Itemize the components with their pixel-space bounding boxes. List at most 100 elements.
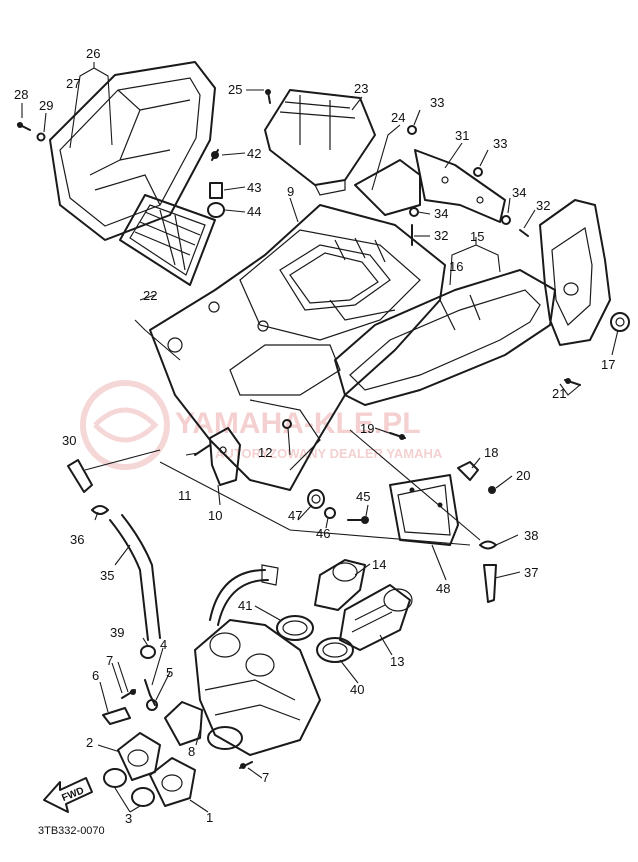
label-45: 45 (356, 489, 370, 504)
label-37: 37 (524, 565, 538, 580)
label-9: 9 (287, 184, 294, 199)
label-38: 38 (524, 528, 538, 543)
label-4: 4 (160, 637, 167, 652)
breather-hose-35 (109, 514, 161, 641)
label-2: 2 (86, 735, 93, 750)
air-filter-element (119, 194, 216, 286)
fwd-arrow-icon: FWD (43, 777, 93, 813)
label-48: 48 (436, 581, 450, 596)
label-47: 47 (288, 508, 302, 523)
bracket-6 (102, 707, 131, 725)
joint-14 (314, 559, 366, 611)
label-43: 43 (247, 180, 261, 195)
label-14: 14 (372, 557, 386, 572)
watermark-brand: YAMAHA-KLE.PL (175, 407, 421, 440)
grommet-17 (610, 312, 630, 332)
nuts-33 (407, 125, 483, 177)
label-16: 16 (449, 259, 463, 274)
label-6: 6 (92, 668, 99, 683)
clip-36 (91, 505, 109, 515)
label-7a: 7 (106, 653, 113, 668)
label-30: 30 (62, 433, 76, 448)
label-35: 35 (100, 568, 114, 583)
screw-25 (265, 89, 271, 104)
air-filter-cover (49, 61, 216, 241)
label-46: 46 (316, 526, 330, 541)
joint-2 (117, 732, 161, 781)
label-19: 19 (360, 421, 374, 436)
joint-1 (149, 757, 196, 807)
label-3: 3 (125, 811, 132, 826)
cap-39 (140, 645, 156, 659)
side-plate (414, 149, 506, 223)
label-23: 23 (354, 81, 368, 96)
joint-13 (339, 584, 413, 651)
label-7b: 7 (262, 770, 269, 785)
bracket (354, 159, 421, 216)
o-rings-3 (103, 768, 155, 807)
label-41: 41 (238, 598, 252, 613)
label-25: 25 (228, 82, 242, 97)
clip-18 (457, 461, 479, 481)
collar-43 (209, 182, 223, 199)
label-27: 27 (66, 76, 80, 91)
screw-28 (17, 122, 31, 131)
screw-7a (121, 689, 136, 699)
clamp-8b (207, 726, 243, 750)
label-20: 20 (516, 468, 530, 483)
right-side-cover (539, 199, 611, 346)
label-44: 44 (247, 204, 261, 219)
carburetor-assembly (194, 564, 321, 756)
label-33a: 33 (430, 95, 444, 110)
label-8: 8 (188, 744, 195, 759)
label-28: 28 (14, 87, 28, 102)
label-42: 42 (247, 146, 261, 161)
cover-plate-48 (389, 474, 459, 546)
grommet-44 (207, 202, 225, 218)
label-32a: 32 (434, 228, 448, 243)
intake-duct (264, 89, 376, 196)
label-26: 26 (86, 46, 100, 61)
screw-19 (389, 432, 406, 440)
screw-21 (564, 378, 581, 386)
grommet-47 (307, 489, 325, 509)
clamp-5 (146, 699, 158, 711)
drain-plug-37 (483, 564, 497, 603)
bolt-42 (211, 149, 219, 161)
screw-20 (488, 486, 496, 494)
watermark-tagline: AUTORYZOWANY DEALER YAMAHA (215, 446, 443, 461)
joint-8 (164, 701, 203, 746)
collar-46 (324, 507, 336, 519)
screws-32 (411, 224, 529, 246)
label-11: 11 (178, 488, 192, 503)
label-18: 18 (484, 445, 498, 460)
label-10: 10 (208, 508, 222, 523)
clamp-38 (479, 540, 497, 550)
bracket-10 (209, 427, 241, 486)
diagram-code: 3TB332-0070 (38, 825, 105, 837)
label-21: 21 (552, 386, 566, 401)
label-36: 36 (70, 532, 84, 547)
label-32b: 32 (536, 198, 550, 213)
bolt-45 (347, 516, 369, 524)
label-40: 40 (350, 682, 364, 697)
clamp-40 (316, 637, 354, 663)
breather-union-30 (67, 459, 93, 493)
label-12: 12 (258, 445, 272, 460)
label-39: 39 (110, 625, 124, 640)
label-24: 24 (391, 110, 405, 125)
label-15: 15 (470, 229, 484, 244)
label-17: 17 (601, 357, 615, 372)
label-1: 1 (206, 810, 213, 825)
label-13: 13 (390, 654, 404, 669)
label-5: 5 (166, 665, 173, 680)
hose-4 (144, 679, 156, 706)
bolt-12 (282, 419, 292, 429)
part-number-labels: 26 27 28 29 25 23 24 33 31 33 34 32 34 3… (14, 46, 615, 826)
label-22: 22 (143, 288, 157, 303)
label-29: 29 (39, 98, 53, 113)
label-31: 31 (455, 128, 469, 143)
screw-7b (239, 761, 253, 769)
air-box-side-cover (334, 269, 556, 406)
